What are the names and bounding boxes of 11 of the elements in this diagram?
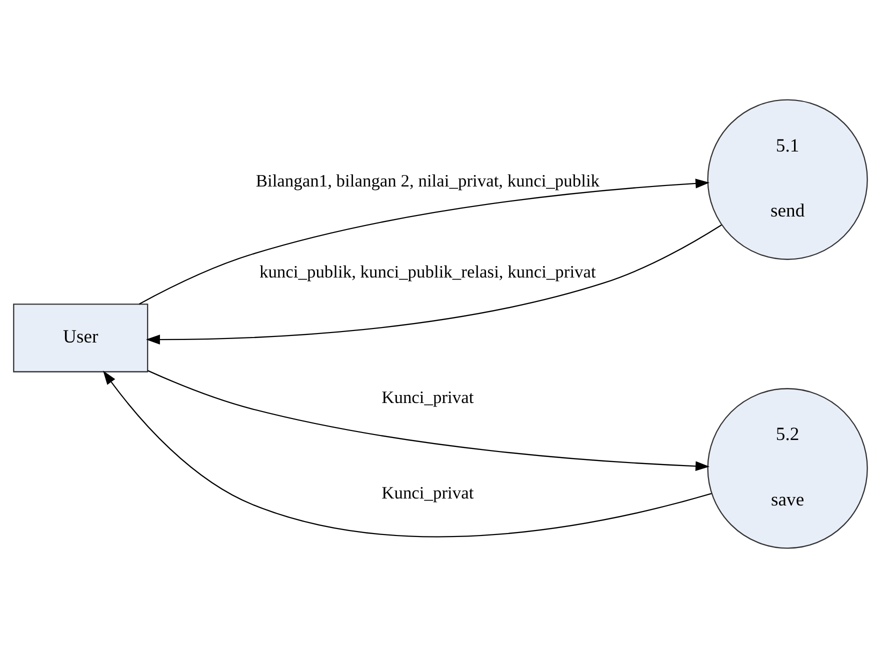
edge-label: Kunci_privat	[381, 387, 474, 408]
edge-label: kunci_publik, kunci_publik_relasi, kunci_privat	[258, 261, 596, 282]
node-circle: 5.2 save	[706, 388, 868, 549]
edge-label: Bilangan1, bilangan 2, nilai_privat, kunci_publik	[255, 170, 600, 191]
node-circle: 5.1 send	[706, 99, 868, 260]
arrow	[147, 370, 710, 472]
arrow	[145, 224, 722, 344]
arrow	[102, 370, 712, 538]
edge-label: Kunci_privat	[381, 482, 474, 503]
arrow	[138, 178, 710, 305]
node-box: User	[12, 304, 148, 372]
